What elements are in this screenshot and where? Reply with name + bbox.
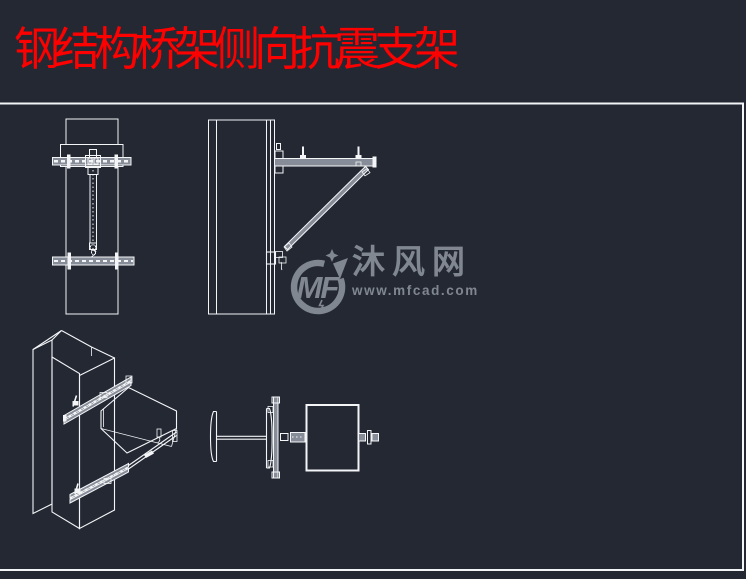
- rod-top-fitting: [84, 148, 102, 176]
- lower-rail-isometric: [69, 462, 130, 504]
- mounting-channel: [271, 396, 280, 479]
- upper-rail-isometric: [63, 375, 133, 425]
- front-view-drawing: [52, 118, 135, 315]
- sheet-border: [0, 102, 744, 571]
- column-outline: [59, 118, 124, 315]
- lower-strut-channel: [52, 244, 135, 270]
- isometric-view-drawing: [32, 330, 178, 530]
- diagonal-brace: [283, 161, 371, 251]
- cable-tray-plan: [305, 404, 360, 472]
- steel-column-isometric: [32, 330, 116, 530]
- right-connector: [358, 430, 379, 445]
- side-view-drawing: [207, 119, 377, 315]
- drawing-title: 钢结构桥架侧向抗震支架: [14, 24, 460, 75]
- plan-view-drawing: [209, 396, 379, 479]
- ibeam-section: [209, 406, 274, 469]
- tray-connection-rod: [128, 428, 178, 470]
- column-outline: [207, 119, 276, 315]
- cantilever-arm: [274, 143, 377, 174]
- brace-lower-clamp: [265, 242, 293, 271]
- left-connector: [280, 432, 306, 443]
